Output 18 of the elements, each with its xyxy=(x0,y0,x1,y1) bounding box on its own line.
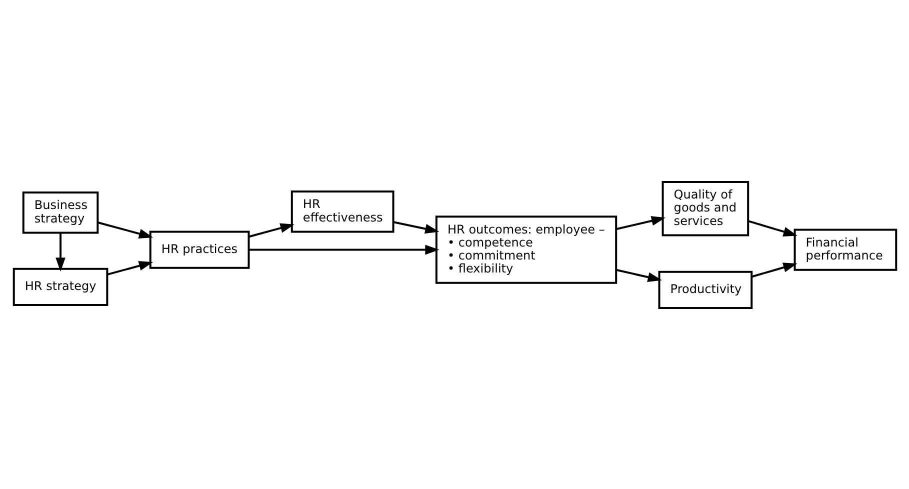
node-box: HR strategy xyxy=(12,267,108,306)
node-box: Financial performance xyxy=(793,228,897,270)
arrow xyxy=(97,221,153,238)
node-box: Productivity xyxy=(658,270,752,308)
node-box: Quality of goods and services xyxy=(661,180,749,236)
arrow xyxy=(55,232,65,272)
arrow xyxy=(106,260,153,275)
arrow xyxy=(615,268,662,282)
arrow xyxy=(248,244,439,254)
arrow xyxy=(750,262,797,278)
arrow xyxy=(747,220,797,236)
arrow xyxy=(248,222,294,238)
node-box: HR practices xyxy=(148,230,250,268)
arrow xyxy=(615,216,666,230)
node-box: Business strategy xyxy=(22,191,98,234)
node-box: HR outcomes: employee – • competence • commitment • flexibility xyxy=(434,215,617,284)
node-box: HR effectiveness xyxy=(290,190,394,232)
arrow xyxy=(393,220,439,234)
